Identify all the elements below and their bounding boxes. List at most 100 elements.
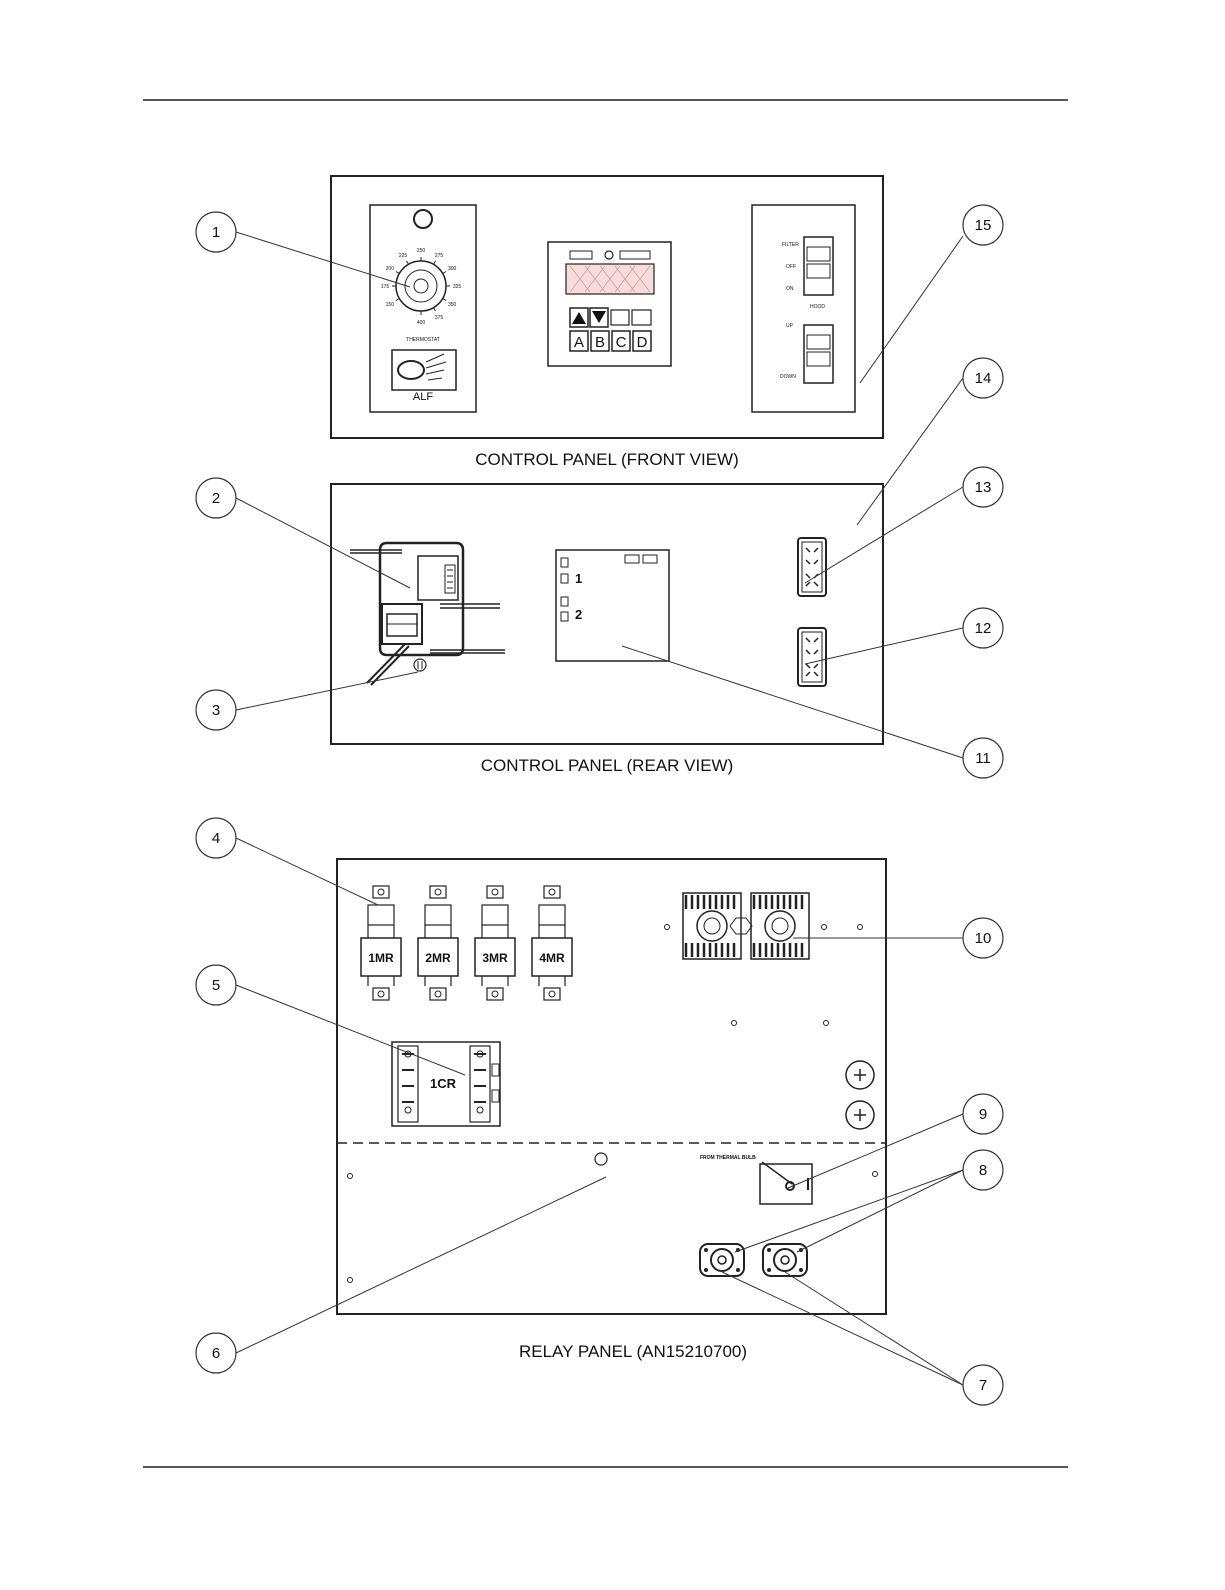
board-terminal-label-2: 2 xyxy=(575,607,582,622)
thermostat-body xyxy=(350,543,505,685)
relay-2mr: 2MR xyxy=(418,886,458,1000)
mounting-holes xyxy=(348,925,878,1283)
dial-tick-label: 325 xyxy=(453,284,462,290)
board-terminal-label-1: 1 xyxy=(575,571,582,586)
contactor-label: 1CR xyxy=(430,1076,457,1091)
callout-number: 6 xyxy=(212,1345,220,1362)
function-key-2[interactable] xyxy=(632,310,651,325)
switch-label-hood: HOOD xyxy=(810,304,825,310)
brand-logo xyxy=(398,361,424,379)
relay-3mr: 3MR xyxy=(475,886,515,1000)
key-c[interactable]: C xyxy=(612,331,630,351)
switch-label-down: DOWN xyxy=(780,374,796,380)
filter-switch[interactable] xyxy=(804,237,833,295)
rear-switch-12 xyxy=(798,628,826,686)
callout-number: 15 xyxy=(975,217,992,234)
callout-number: 12 xyxy=(975,620,992,637)
callout-11: 11 xyxy=(963,738,1003,778)
relay-label: 2MR xyxy=(425,951,451,965)
dial-tick-label: 350 xyxy=(448,302,457,308)
ground-studs xyxy=(846,1061,874,1129)
callout-15: 15 xyxy=(963,205,1003,245)
key-b[interactable]: B xyxy=(591,331,609,351)
control-panel-rear-view: 1 2 CONTROL PANEL (REAR VIEW) xyxy=(331,484,883,775)
callout-10: 10 xyxy=(963,918,1003,958)
switch-label-off: OFF xyxy=(786,264,796,270)
callout-number: 8 xyxy=(979,1162,987,1179)
dial-tick-label: 150 xyxy=(386,302,395,308)
switch-label-on: ON xyxy=(786,286,794,292)
callout-8: 8 xyxy=(963,1150,1003,1190)
dial-tick-label: 300 xyxy=(448,266,457,272)
dial-tick-label: 175 xyxy=(381,284,390,290)
callout-number: 9 xyxy=(979,1106,987,1123)
callout-number: 3 xyxy=(212,702,220,719)
receptacle-right xyxy=(763,1244,807,1276)
callout-number: 7 xyxy=(979,1377,987,1394)
relay-1mr: 1MR xyxy=(361,886,401,1000)
key-label: D xyxy=(637,334,648,351)
dial-tick-label: 250 xyxy=(417,248,426,254)
callout-13: 13 xyxy=(963,467,1003,507)
dial-tick-label: 225 xyxy=(399,253,408,259)
thermostat-subtitle: THERMOSTAT xyxy=(406,337,440,343)
callout-2: 2 xyxy=(196,478,236,518)
callout-leaders xyxy=(236,232,963,1385)
top-rule xyxy=(143,99,1068,101)
key-a[interactable]: A xyxy=(570,331,588,351)
thermal-bulb-label: FROM THERMAL BULB xyxy=(700,1155,756,1161)
key-label: C xyxy=(616,334,627,351)
callout-4: 4 xyxy=(196,818,236,858)
callout-number: 13 xyxy=(975,479,992,496)
dial-tick-label: 375 xyxy=(435,315,444,321)
function-key-1[interactable] xyxy=(611,310,629,325)
switch-label-filter: FILTER xyxy=(782,242,799,248)
callout-3: 3 xyxy=(196,690,236,730)
contactor-1cr: 1CR xyxy=(392,1042,500,1126)
relay-label: 4MR xyxy=(539,951,565,965)
callout-number: 1 xyxy=(212,224,220,241)
switch-label-up: UP xyxy=(786,323,794,329)
callout-number: 5 xyxy=(212,977,220,994)
caption-front-view: CONTROL PANEL (FRONT VIEW) xyxy=(475,450,739,469)
callout-12: 12 xyxy=(963,608,1003,648)
dial-tick-label: 400 xyxy=(417,320,426,326)
caption-relay-panel: RELAY PANEL (AN15210700) xyxy=(519,1342,747,1361)
thermostat-plate: 250 275 300 325 350 375 400 225 200 175 150 THERMO… xyxy=(370,205,476,412)
relay-sockets xyxy=(683,893,809,959)
thermostat-dial-ticks: 250 275 300 325 350 375 400 225 200 175 150 xyxy=(381,248,462,326)
callout-14: 14 xyxy=(963,358,1003,398)
relay-label: 3MR xyxy=(482,951,508,965)
hood-switch[interactable] xyxy=(804,325,833,383)
key-label: A xyxy=(574,334,584,351)
callout-5: 5 xyxy=(196,965,236,1005)
receptacle-left xyxy=(700,1244,744,1276)
caption-rear-view: CONTROL PANEL (REAR VIEW) xyxy=(481,756,734,775)
callout-7: 7 xyxy=(963,1365,1003,1405)
dial-tick-label: 275 xyxy=(435,253,444,259)
callout-9: 9 xyxy=(963,1094,1003,1134)
controller-rear-board: 1 2 xyxy=(556,550,669,661)
relay-4mr: 4MR xyxy=(532,886,572,1000)
bottom-rule xyxy=(143,1466,1068,1468)
callout-number: 2 xyxy=(212,490,220,507)
callout-1: 1 xyxy=(196,212,236,252)
callout-number: 11 xyxy=(975,750,991,767)
rear-switch-13 xyxy=(798,538,826,596)
callout-number: 4 xyxy=(212,830,220,847)
control-panel-front-view: 250 275 300 325 350 375 400 225 200 175 150 THERMO… xyxy=(331,176,883,469)
relay-panel: 1MR 2MR 3MR 4MR 1CR xyxy=(337,859,886,1361)
key-label: B xyxy=(595,334,605,351)
key-d[interactable]: D xyxy=(633,331,651,351)
dial-tick-label: 200 xyxy=(386,266,395,272)
callout-6: 6 xyxy=(196,1333,236,1373)
callout-number: 14 xyxy=(975,370,992,387)
thermal-bulb-block: FROM THERMAL BULB xyxy=(700,1155,812,1204)
switch-plate: FILTER OFF ON HOOD UP DOWN xyxy=(752,205,855,412)
relay-label: 1MR xyxy=(368,951,394,965)
thermostat-brand: ALF xyxy=(413,391,433,403)
callout-number: 10 xyxy=(975,930,992,947)
